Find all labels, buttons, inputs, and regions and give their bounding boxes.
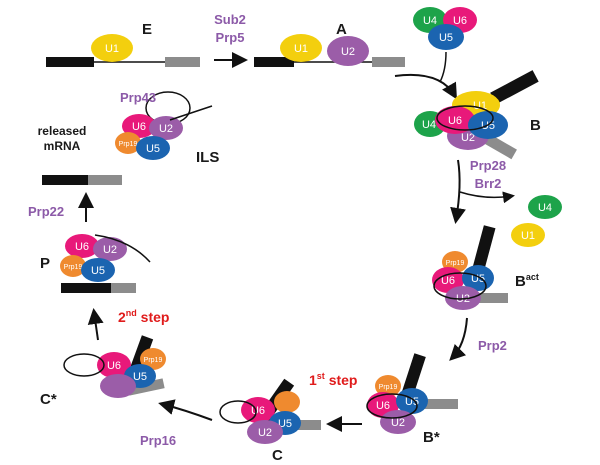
arrow-bact-to-bstar [449, 317, 468, 361]
factor-prp5: Prp5 [216, 30, 245, 45]
svg-text:U6: U6 [107, 360, 121, 372]
stage-label-a: A [336, 21, 347, 38]
svg-text:U5: U5 [481, 120, 495, 132]
complex-p: U6 U2 Prp19 U5 P [40, 234, 151, 293]
released-mrna-exon2 [88, 175, 122, 185]
stage-label-e: E [142, 21, 152, 38]
exon1-bar [46, 57, 94, 67]
svg-text:U2: U2 [103, 244, 117, 256]
factor-prp16: Prp16 [140, 433, 176, 448]
arrow-c-to-cstar [158, 399, 213, 421]
svg-text:Prp19: Prp19 [119, 141, 138, 148]
complex-e: U1 E [46, 21, 200, 67]
complex-ils: U6 U2 Prp19 U5 ILS [115, 91, 219, 166]
u1-snrnp [91, 34, 133, 62]
stage-label-bstar: B* [423, 429, 440, 446]
complex-bstar: Prp19 U6 U5 U2 B* [366, 353, 458, 446]
svg-text:U5: U5 [405, 396, 419, 408]
first-step-label: 1st step [309, 371, 358, 388]
stage-label-bact: Bact [515, 272, 539, 290]
svg-text:U2: U2 [391, 417, 405, 429]
exon2-bar [165, 57, 200, 67]
complex-a: U1 U2 A [254, 21, 405, 67]
released-label-line1: released [38, 124, 87, 138]
stage-label-b: B [530, 117, 541, 134]
svg-text:U6: U6 [376, 400, 390, 412]
svg-text:U2: U2 [159, 123, 173, 135]
stage-label-cstar: C* [40, 391, 57, 408]
svg-text:U6: U6 [441, 275, 455, 287]
released-u1 [511, 223, 545, 247]
released-u4 [528, 195, 562, 219]
factor-prp43: Prp43 [120, 90, 156, 105]
svg-text:U4: U4 [422, 119, 436, 131]
svg-text:U5: U5 [278, 418, 292, 430]
factor-brr2: Brr2 [475, 176, 502, 191]
stage-label-p: P [40, 255, 50, 272]
stage-label-ils: ILS [196, 149, 219, 166]
svg-text:U5: U5 [471, 273, 485, 285]
svg-text:U6: U6 [448, 115, 462, 127]
svg-text:U4: U4 [538, 202, 552, 214]
u1-label: U1 [105, 43, 119, 55]
factor-prp28: Prp28 [470, 158, 506, 173]
svg-text:U2: U2 [341, 46, 355, 58]
complex-bact: Prp19 U6 U5 U2 Bact [432, 225, 539, 310]
svg-text:U2: U2 [461, 132, 475, 144]
svg-text:U5: U5 [133, 371, 147, 383]
stage-label-c: C [272, 447, 283, 464]
svg-text:U2: U2 [258, 427, 272, 439]
svg-text:Prp19: Prp19 [379, 384, 398, 391]
second-step-label: 2nd step [118, 308, 169, 325]
arrow-a-to-b [394, 73, 458, 100]
svg-text:U6: U6 [453, 15, 467, 27]
svg-text:U1: U1 [521, 230, 535, 242]
factor-prp2: Prp2 [478, 338, 507, 353]
svg-text:U4: U4 [423, 15, 437, 27]
svg-text:Prp19: Prp19 [64, 264, 83, 271]
svg-text:U6: U6 [132, 121, 146, 133]
svg-text:U1: U1 [294, 43, 308, 55]
factor-prp22: Prp22 [28, 204, 64, 219]
factor-sub2: Sub2 [214, 12, 246, 27]
svg-text:Prp19: Prp19 [144, 357, 163, 364]
released-label-line2: mRNA [44, 139, 81, 153]
arrow-b-to-bact [450, 159, 466, 224]
released-mrna-exon1 [42, 175, 88, 185]
complex-c: U6 U5 U2 C [219, 378, 321, 464]
svg-text:Prp19: Prp19 [446, 260, 465, 267]
svg-text:U6: U6 [75, 241, 89, 253]
svg-text:U5: U5 [91, 265, 105, 277]
svg-text:U5: U5 [146, 143, 160, 155]
arrow-cstar-to-p [87, 308, 104, 341]
complex-b: U4 U1 U2 U6 U5 B [414, 70, 541, 160]
tri-snrnp: U4 U6 U5 [413, 7, 477, 50]
complex-cstar: Prp19 U6 U5 C* [40, 335, 166, 408]
svg-text:U5: U5 [439, 32, 453, 44]
